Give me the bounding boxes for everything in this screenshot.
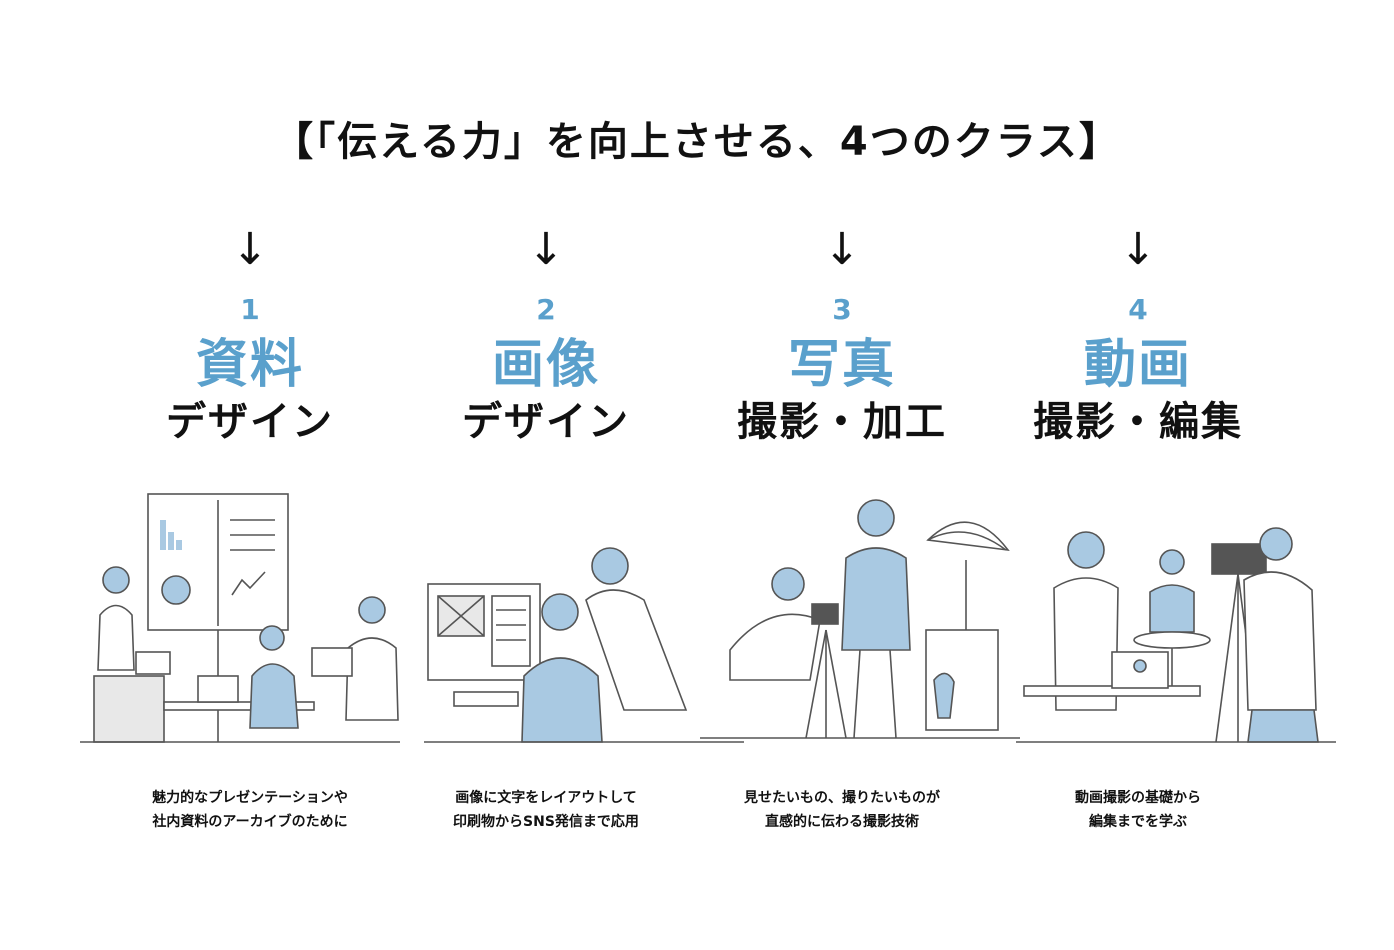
class-subtitle: デザイン [462, 399, 630, 445]
class-column-4: ↓ 4 動画 撮影・編集 [988, 220, 1288, 448]
class-subtitle: 撮影・加工 [737, 399, 947, 445]
description-line: 画像に文字をレイアウトして [455, 790, 637, 806]
description-line: 魅力的なプレゼンテーションや [152, 790, 348, 806]
photo-shoot-illustration [700, 480, 1020, 750]
class-title: 写真 [787, 335, 896, 395]
class-subtitle: 撮影・編集 [1033, 399, 1243, 445]
class-number: 1 [240, 293, 260, 326]
down-arrow-icon: ↓ [823, 224, 861, 275]
description-line: 見せたいもの、撮りたいものが [744, 790, 940, 806]
down-arrow-icon: ↓ [527, 224, 565, 275]
class-title: 画像 [491, 335, 600, 395]
class-description-2: 画像に文字をレイアウトして 印刷物からSNS発信まで応用 [386, 786, 706, 834]
description-line: 社内資料のアーカイブのために [152, 814, 348, 830]
class-description-3: 見せたいもの、撮りたいものが 直感的に伝わる撮影技術 [682, 786, 1002, 834]
description-line: 直感的に伝わる撮影技術 [765, 814, 919, 830]
down-arrow-icon: ↓ [231, 224, 269, 275]
class-column-2: ↓ 2 画像 デザイン [396, 220, 696, 448]
class-title: 動画 [1083, 335, 1192, 395]
class-number: 2 [536, 293, 556, 326]
class-column-3: ↓ 3 写真 撮影・加工 [692, 220, 992, 448]
class-number: 4 [1128, 293, 1148, 326]
down-arrow-icon: ↓ [1119, 224, 1157, 275]
description-line: 印刷物からSNS発信まで応用 [453, 814, 639, 830]
page-title: 【「伝える力」を向上させる、4つのクラス】 [273, 119, 1121, 165]
class-subtitle: デザイン [166, 399, 334, 445]
description-line: 編集までを学ぶ [1089, 814, 1187, 830]
description-line: 動画撮影の基礎から [1075, 790, 1201, 806]
class-title: 資料 [195, 335, 304, 395]
class-description-4: 動画撮影の基礎から 編集までを学ぶ [978, 786, 1298, 834]
class-column-1: ↓ 1 資料 デザイン [100, 220, 400, 448]
computer-design-illustration [424, 480, 744, 750]
class-description-1: 魅力的なプレゼンテーションや 社内資料のアーカイブのために [90, 786, 410, 834]
video-shoot-illustration [1016, 480, 1336, 750]
class-number: 3 [832, 293, 852, 326]
presentation-office-illustration [80, 480, 400, 750]
